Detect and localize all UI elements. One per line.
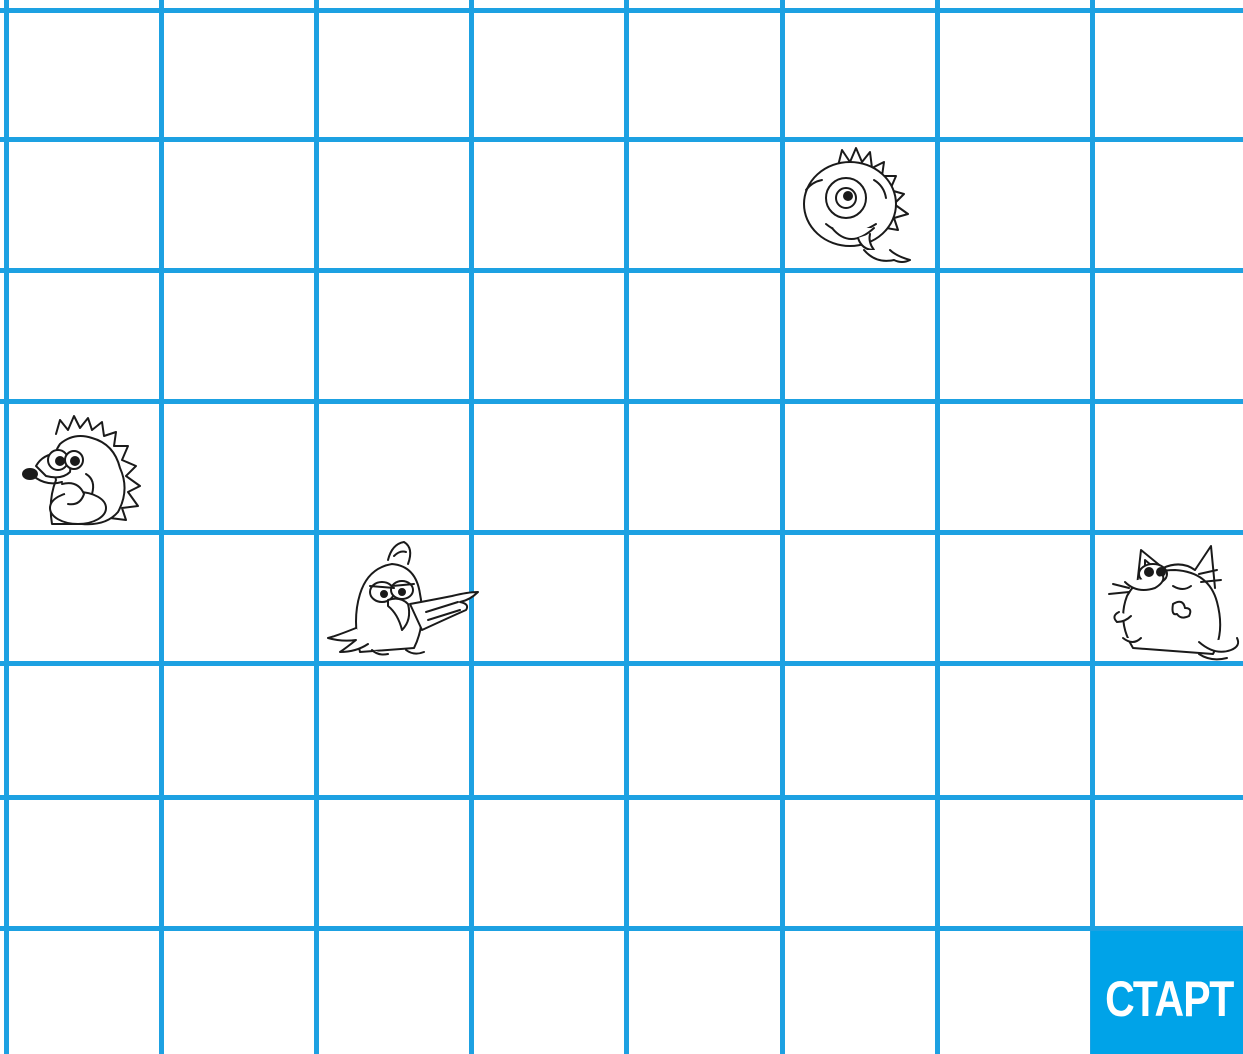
grid-line-horizontal bbox=[0, 8, 1243, 13]
start-label: СТАРТ bbox=[1105, 970, 1233, 1028]
grid-line-horizontal bbox=[0, 137, 1243, 142]
fish-icon[interactable] bbox=[798, 146, 914, 268]
grid-line-vertical bbox=[624, 0, 629, 1054]
cat-icon[interactable] bbox=[1103, 542, 1243, 666]
grid-line-vertical bbox=[314, 0, 319, 1054]
grid-line-horizontal bbox=[0, 530, 1243, 535]
grid-line-vertical bbox=[159, 0, 164, 1054]
start-cell[interactable]: СТАРТ bbox=[1091, 931, 1243, 1054]
grid-line-vertical bbox=[4, 0, 9, 1054]
grid-line-horizontal bbox=[0, 795, 1243, 800]
hedgehog-icon[interactable] bbox=[22, 414, 146, 526]
grid-line-vertical bbox=[780, 0, 785, 1054]
grid-line-horizontal bbox=[0, 268, 1243, 273]
bird-icon[interactable] bbox=[322, 540, 482, 660]
grid-line-horizontal bbox=[0, 661, 1243, 666]
grid-line-vertical bbox=[469, 0, 474, 1054]
grid-line-horizontal bbox=[0, 926, 1243, 931]
grid-line-vertical bbox=[935, 0, 940, 1054]
grid-line-horizontal bbox=[0, 399, 1243, 404]
grid-line-vertical bbox=[1090, 0, 1095, 1054]
